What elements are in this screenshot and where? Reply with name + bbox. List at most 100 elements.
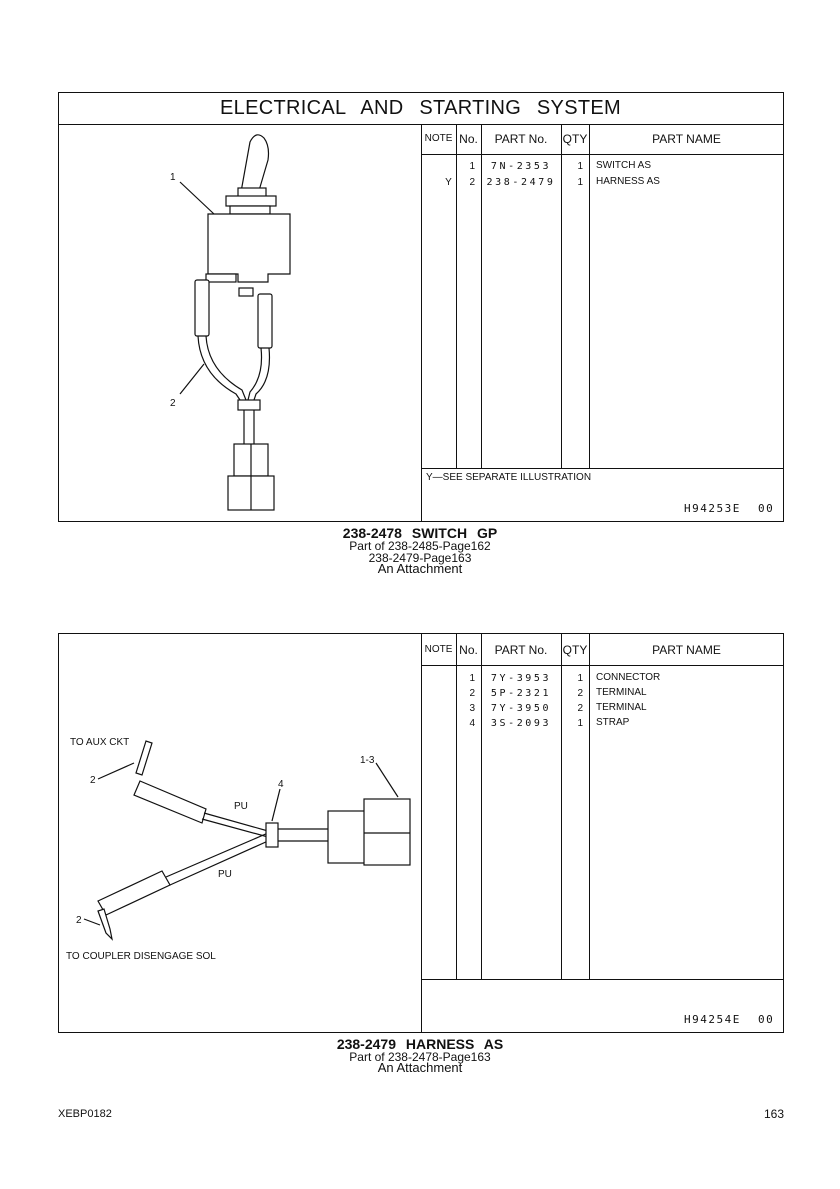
callout-connector: 1-3	[360, 755, 375, 766]
header-no: No.	[459, 643, 478, 657]
see-separate-footnote: Y—SEE SEPARATE ILLUSTRATION	[426, 472, 592, 483]
hex-nut	[225, 195, 277, 207]
wire-lower	[165, 832, 269, 886]
row-no: 3	[469, 703, 475, 714]
header-note: NOTE	[424, 644, 453, 655]
illustration-divider	[421, 124, 422, 522]
toggle-lever	[240, 134, 270, 195]
header-part-name: PART NAME	[652, 132, 721, 146]
group1-caption-line: 238-2479-Page163	[368, 551, 472, 565]
row-qty: 2	[577, 703, 583, 714]
wire-upper	[201, 812, 269, 838]
row-part-no: 5P-2321	[490, 688, 552, 699]
strap	[237, 399, 261, 411]
callout-terminal-bottom: 2	[76, 915, 82, 926]
illustration-id: H94253E	[684, 502, 741, 515]
harness-tube	[278, 828, 330, 842]
row-qty: 2	[577, 688, 583, 699]
row-no: 1	[469, 673, 475, 684]
row-no: 2	[469, 688, 475, 699]
header-no: No.	[459, 132, 478, 146]
label-to-aux: TO AUX CKT	[70, 737, 129, 748]
washer	[229, 205, 271, 215]
sleeve-right	[257, 293, 273, 349]
row-part-no: 3S-2093	[490, 718, 552, 729]
section-title: ELECTRICAL AND STARTING SYSTEM	[220, 97, 621, 119]
row-qty: 1	[577, 673, 583, 684]
wire-left-a	[197, 335, 241, 401]
illustration-id: H94254E	[684, 1013, 741, 1026]
row-part-no: 7N-2353	[490, 161, 552, 172]
row-no: 2	[469, 177, 475, 188]
group2-caption-line: An Attachment	[377, 1060, 463, 1075]
col-divider-no	[481, 633, 482, 979]
header-qty: QTY	[562, 643, 588, 657]
harness-illustration: TO AUX CKT TO COUPLER DISENGAGE SOL PU P…	[66, 737, 411, 962]
leader-terminal-top	[97, 762, 135, 780]
row-part-name: SWITCH AS	[596, 160, 652, 171]
group2-caption-line: Part of 238-2478-Page163	[349, 1050, 491, 1064]
leader-connector	[375, 762, 399, 798]
header-part-no: PART No.	[494, 643, 548, 657]
group1-caption-line: Part of 238-2485-Page162	[349, 539, 491, 553]
row-no: 4	[469, 718, 475, 729]
leader-2	[179, 363, 205, 395]
terminal-lower	[97, 908, 113, 941]
table-bottom-line	[421, 979, 784, 980]
callout-1: 1	[170, 172, 176, 183]
label-to-coupler: TO COUPLER DISENGAGE SOL	[66, 951, 216, 962]
leader-1	[179, 181, 215, 215]
leader-terminal-bottom	[83, 918, 101, 926]
wire-right-a	[247, 347, 263, 401]
group2-caption-title: 238-2479 HARNESS AS	[336, 1036, 504, 1052]
row-part-no: 238-2479	[486, 177, 556, 188]
header-qty: QTY	[562, 132, 588, 146]
group1-caption-title: 238-2478 SWITCH GP	[342, 525, 498, 541]
header-part-name: PART NAME	[652, 643, 721, 657]
table-bottom-line	[421, 468, 784, 469]
switch-illustration: 1 2	[170, 134, 291, 511]
header-underline	[421, 154, 784, 155]
document-code: XEBP0182	[58, 1108, 112, 1120]
leader-strap	[271, 788, 281, 822]
strap	[265, 822, 279, 848]
page-number: 163	[763, 1107, 784, 1121]
col-divider-partno	[561, 124, 562, 468]
group1-caption-line: An Attachment	[377, 561, 463, 576]
header-part-no: PART No.	[494, 132, 548, 146]
callout-strap: 4	[278, 779, 284, 790]
row-qty: 1	[577, 161, 583, 172]
label-wire-upper: PU	[234, 801, 248, 812]
row-no: 1	[469, 161, 475, 172]
header-underline	[421, 665, 784, 666]
row-qty: 1	[577, 177, 583, 188]
row-qty: 1	[577, 718, 583, 729]
col-divider-partno	[561, 633, 562, 979]
row-part-name: HARNESS AS	[596, 176, 660, 187]
row-part-name: STRAP	[596, 717, 630, 728]
terminal-upper	[135, 740, 153, 776]
col-divider-qty	[589, 124, 590, 468]
col-divider-note	[456, 633, 457, 979]
header-note: NOTE	[424, 133, 453, 144]
label-wire-lower: PU	[218, 869, 232, 880]
row-part-no: 7Y-3953	[490, 673, 552, 684]
callout-2: 2	[170, 398, 176, 409]
row-part-no: 7Y-3950	[490, 703, 552, 714]
connector-front	[327, 810, 367, 864]
sleeve-left	[194, 279, 210, 337]
row-part-name: TERMINAL	[596, 687, 647, 698]
row-part-name: TERMINAL	[596, 702, 647, 713]
switch-body	[207, 213, 291, 283]
col-divider-note	[456, 124, 457, 468]
wire-left-b	[205, 335, 247, 401]
connector-body	[363, 798, 411, 866]
col-divider-qty	[589, 633, 590, 979]
terminal-right	[238, 287, 254, 297]
col-divider-no	[481, 124, 482, 468]
terminal-left	[205, 273, 237, 283]
illustration-rev: 00	[758, 502, 775, 515]
wire-right-b	[253, 347, 271, 401]
row-part-name: CONNECTOR	[596, 672, 661, 683]
illustration-divider	[421, 633, 422, 1033]
